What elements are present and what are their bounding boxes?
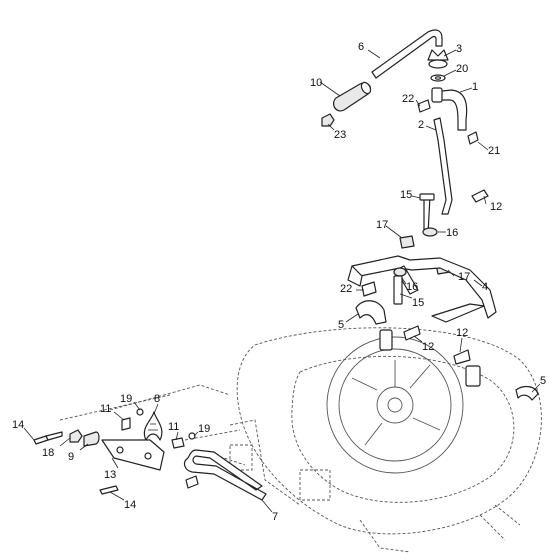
callout-labels: 1 2 3 4 5 5 6 7 8 9 10 11 11 12 12 12 13… (12, 41, 546, 523)
part-17-bushing-upper (399, 235, 415, 249)
callout-23: 23 (334, 129, 346, 141)
part-12-hairpin-clip-1 (471, 189, 489, 203)
part-11-pin-upper (121, 417, 131, 431)
part-13-link-plate (101, 439, 165, 471)
part-23-nut (321, 113, 335, 127)
part-18-nut (69, 429, 83, 443)
callout-12-upper: 12 (490, 201, 502, 213)
part-22-clip-lower (361, 281, 377, 297)
callout-21: 21 (488, 145, 500, 157)
callout-13: 13 (104, 469, 116, 481)
part-12-hairpin-clip-2 (403, 325, 421, 341)
callout-14-lower: 14 (124, 499, 136, 511)
callout-5-left: 5 (338, 319, 344, 331)
callout-22-upper: 22 (402, 93, 414, 105)
part-16-spacer-lower (393, 267, 407, 277)
callout-15-lower: 15 (412, 297, 424, 309)
callout-16-lower: 16 (406, 281, 418, 293)
part-5-bracket-left (355, 300, 387, 325)
part-1-cranked-lever (431, 87, 468, 131)
callout-11-lower: 11 (168, 421, 179, 433)
callout-6: 6 (358, 41, 364, 53)
callout-12-right: 12 (456, 327, 468, 339)
callout-1: 1 (472, 81, 478, 93)
part-3-wing-nut (427, 49, 449, 69)
part-14-screw-upper (33, 431, 63, 445)
callout-5-right: 5 (540, 375, 546, 387)
callout-19-upper: 19 (120, 393, 132, 405)
part-12-hairpin-clip-3 (453, 349, 471, 365)
part-15-bolt-lower (393, 275, 403, 305)
callout-2: 2 (418, 119, 424, 131)
callout-9: 9 (68, 451, 74, 463)
part-14-screw-lower (99, 485, 119, 495)
part-16-spacer-upper (422, 227, 438, 237)
part-10-grip-sleeve (332, 81, 372, 112)
callout-8: 8 (154, 393, 160, 405)
callout-14-upper: 14 (12, 419, 24, 431)
callout-7: 7 (272, 511, 278, 523)
callout-18: 18 (42, 447, 54, 459)
part-21-bolt (467, 131, 479, 145)
part-20-washer (430, 74, 446, 82)
part-22-clip-top (417, 99, 431, 113)
callout-22-lower: 22 (340, 283, 352, 295)
callout-19-lower: 19 (198, 423, 210, 435)
part-19-ring-lower (188, 432, 196, 440)
part-19-ring-upper (136, 408, 144, 416)
deck-mounting-posts (379, 329, 481, 387)
part-5-bracket-right (515, 385, 539, 401)
leader-lines (23, 49, 541, 513)
callout-15-upper: 15 (400, 189, 412, 201)
callout-11-upper: 11 (100, 403, 111, 415)
callout-12-mid: 12 (422, 341, 434, 353)
part-9-roller (83, 431, 100, 447)
part-2-adjusting-rod (433, 117, 453, 215)
part-6-pivot-rod (371, 29, 443, 79)
callout-16-upper: 16 (446, 227, 458, 239)
callout-3: 3 (456, 43, 462, 55)
callout-10: 10 (310, 77, 322, 89)
part-7-handle-bar (183, 449, 267, 501)
part-8-spring (143, 411, 163, 441)
callout-17-upper: 17 (376, 219, 388, 231)
callout-4: 4 (482, 281, 488, 293)
part-11-pin-lower (171, 437, 185, 449)
callout-20: 20 (456, 63, 468, 75)
callout-17-right: 17 (458, 271, 470, 283)
